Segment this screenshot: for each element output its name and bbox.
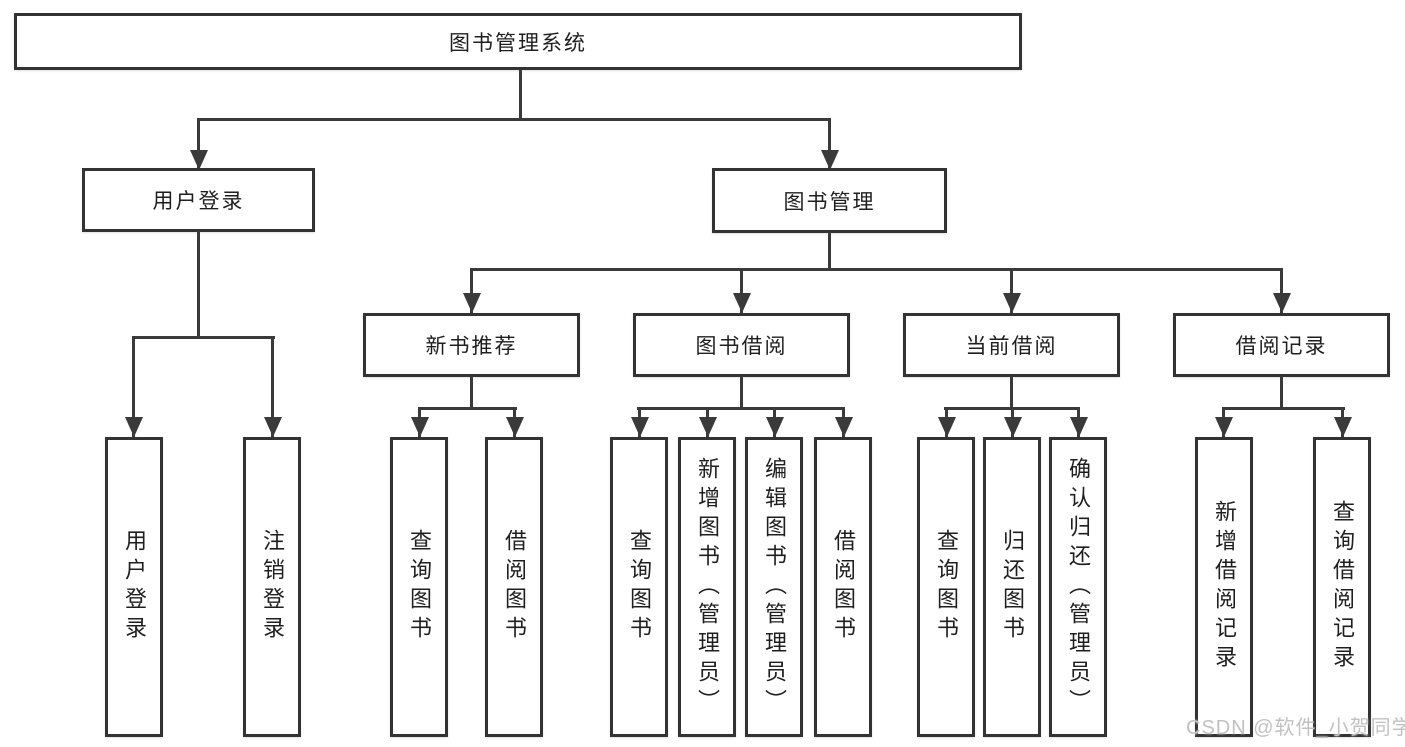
arrow-to-leaf-borrow-books-2 bbox=[842, 407, 845, 437]
arrow-to-leaf-add-borrow-record bbox=[1222, 407, 1225, 437]
leaf-borrow-books-2-label: 借阅图书 bbox=[831, 529, 856, 645]
connector-book-management-stem bbox=[828, 232, 831, 269]
arrow-to-leaf-borrow-books-1 bbox=[513, 407, 516, 437]
leaf-edit-book: 编辑图书（管理员） bbox=[745, 437, 803, 737]
connector-user-login-stem bbox=[197, 231, 200, 337]
arrow-to-new-book-recommend bbox=[470, 268, 473, 313]
arrow-to-leaf-logout bbox=[271, 336, 274, 437]
leaf-add-borrow-record: 新增借阅记录 bbox=[1195, 437, 1253, 737]
connector-book-borrow-stem bbox=[740, 376, 743, 409]
leaf-query-books-3-label: 查询图书 bbox=[934, 529, 959, 645]
arrow-to-user-login bbox=[197, 118, 200, 170]
node-user-login: 用户登录 bbox=[82, 168, 315, 232]
node-new-book-recommend: 新书推荐 bbox=[363, 313, 580, 377]
leaf-edit-book-label: 编辑图书（管理员） bbox=[762, 456, 787, 718]
connector-borrow-records-stem bbox=[1280, 376, 1283, 409]
arrow-to-leaf-edit-book bbox=[773, 407, 776, 437]
leaf-borrow-books-1: 借阅图书 bbox=[485, 437, 543, 737]
connector-user-login-bar bbox=[132, 336, 275, 339]
leaf-query-borrow-record-label: 查询借阅记录 bbox=[1330, 500, 1355, 674]
leaf-confirm-return-label: 确认归还（管理员） bbox=[1066, 456, 1091, 718]
leaf-borrow-books-1-label: 借阅图书 bbox=[502, 529, 527, 645]
watermark: CSDN @软件_小贺同学 bbox=[1186, 717, 1405, 739]
connector-current-borrow-stem bbox=[1010, 376, 1013, 409]
arrow-to-current-borrow bbox=[1010, 268, 1013, 313]
node-borrow-records: 借阅记录 bbox=[1173, 313, 1390, 377]
arrow-to-leaf-confirm-return bbox=[1077, 407, 1080, 437]
node-library-management-system-label: 图书管理系统 bbox=[449, 31, 587, 55]
node-library-management-system: 图书管理系统 bbox=[14, 13, 1022, 70]
node-current-borrow-label: 当前借阅 bbox=[965, 335, 1058, 358]
arrow-to-leaf-query-borrow-record bbox=[1341, 407, 1344, 437]
node-book-borrow-label: 图书借阅 bbox=[695, 335, 788, 358]
leaf-add-borrow-record-label: 新增借阅记录 bbox=[1212, 500, 1237, 674]
node-book-borrow: 图书借阅 bbox=[633, 313, 850, 377]
arrow-to-leaf-query-books-3 bbox=[945, 407, 948, 437]
leaf-add-book-label: 新增图书（管理员） bbox=[695, 456, 720, 718]
leaf-user-login-label: 用户登录 bbox=[122, 529, 147, 645]
leaf-query-borrow-record: 查询借阅记录 bbox=[1313, 437, 1371, 737]
leaf-logout-label: 注销登录 bbox=[260, 529, 285, 645]
leaf-query-books-2-label: 查询图书 bbox=[627, 529, 652, 645]
arrow-to-borrow-records bbox=[1280, 268, 1283, 313]
leaf-borrow-books-2: 借阅图书 bbox=[814, 437, 872, 737]
leaf-query-books-1-label: 查询图书 bbox=[407, 529, 432, 645]
arrow-to-book-management bbox=[828, 118, 831, 170]
leaf-query-books-3: 查询图书 bbox=[917, 437, 975, 737]
leaf-query-books-1: 查询图书 bbox=[390, 437, 448, 737]
leaf-user-login: 用户登录 bbox=[105, 437, 163, 737]
node-book-management: 图书管理 bbox=[712, 168, 947, 233]
arrow-to-book-borrow bbox=[740, 268, 743, 313]
node-book-management-label: 图书管理 bbox=[783, 190, 876, 214]
leaf-return-book-label: 归还图书 bbox=[1000, 529, 1025, 645]
leaf-confirm-return: 确认归还（管理员） bbox=[1049, 437, 1107, 737]
arrow-to-leaf-query-books-1 bbox=[418, 407, 421, 437]
node-user-login-label: 用户登录 bbox=[152, 190, 245, 213]
node-borrow-records-label: 借阅记录 bbox=[1235, 335, 1328, 358]
connector-root-stem bbox=[519, 70, 522, 120]
node-new-book-recommend-label: 新书推荐 bbox=[425, 335, 518, 358]
leaf-add-book: 新增图书（管理员） bbox=[678, 437, 736, 737]
arrow-to-leaf-add-book bbox=[706, 407, 709, 437]
connector-borrow-records-bar bbox=[1222, 407, 1345, 410]
leaf-query-books-2: 查询图书 bbox=[610, 437, 668, 737]
arrow-to-leaf-return-book bbox=[1011, 407, 1014, 437]
connector-book-management-bar bbox=[470, 268, 1282, 271]
connector-root-bar bbox=[197, 118, 831, 121]
leaf-logout: 注销登录 bbox=[243, 437, 301, 737]
arrow-to-leaf-user-login bbox=[132, 336, 135, 437]
connector-book-borrow-bar bbox=[637, 407, 845, 410]
leaf-return-book: 归还图书 bbox=[983, 437, 1041, 737]
connector-new-book-recommend-bar bbox=[418, 407, 517, 410]
arrow-to-leaf-query-books-2 bbox=[638, 407, 641, 437]
connector-new-book-recommend-stem bbox=[470, 376, 473, 409]
node-current-borrow: 当前借阅 bbox=[903, 313, 1120, 377]
